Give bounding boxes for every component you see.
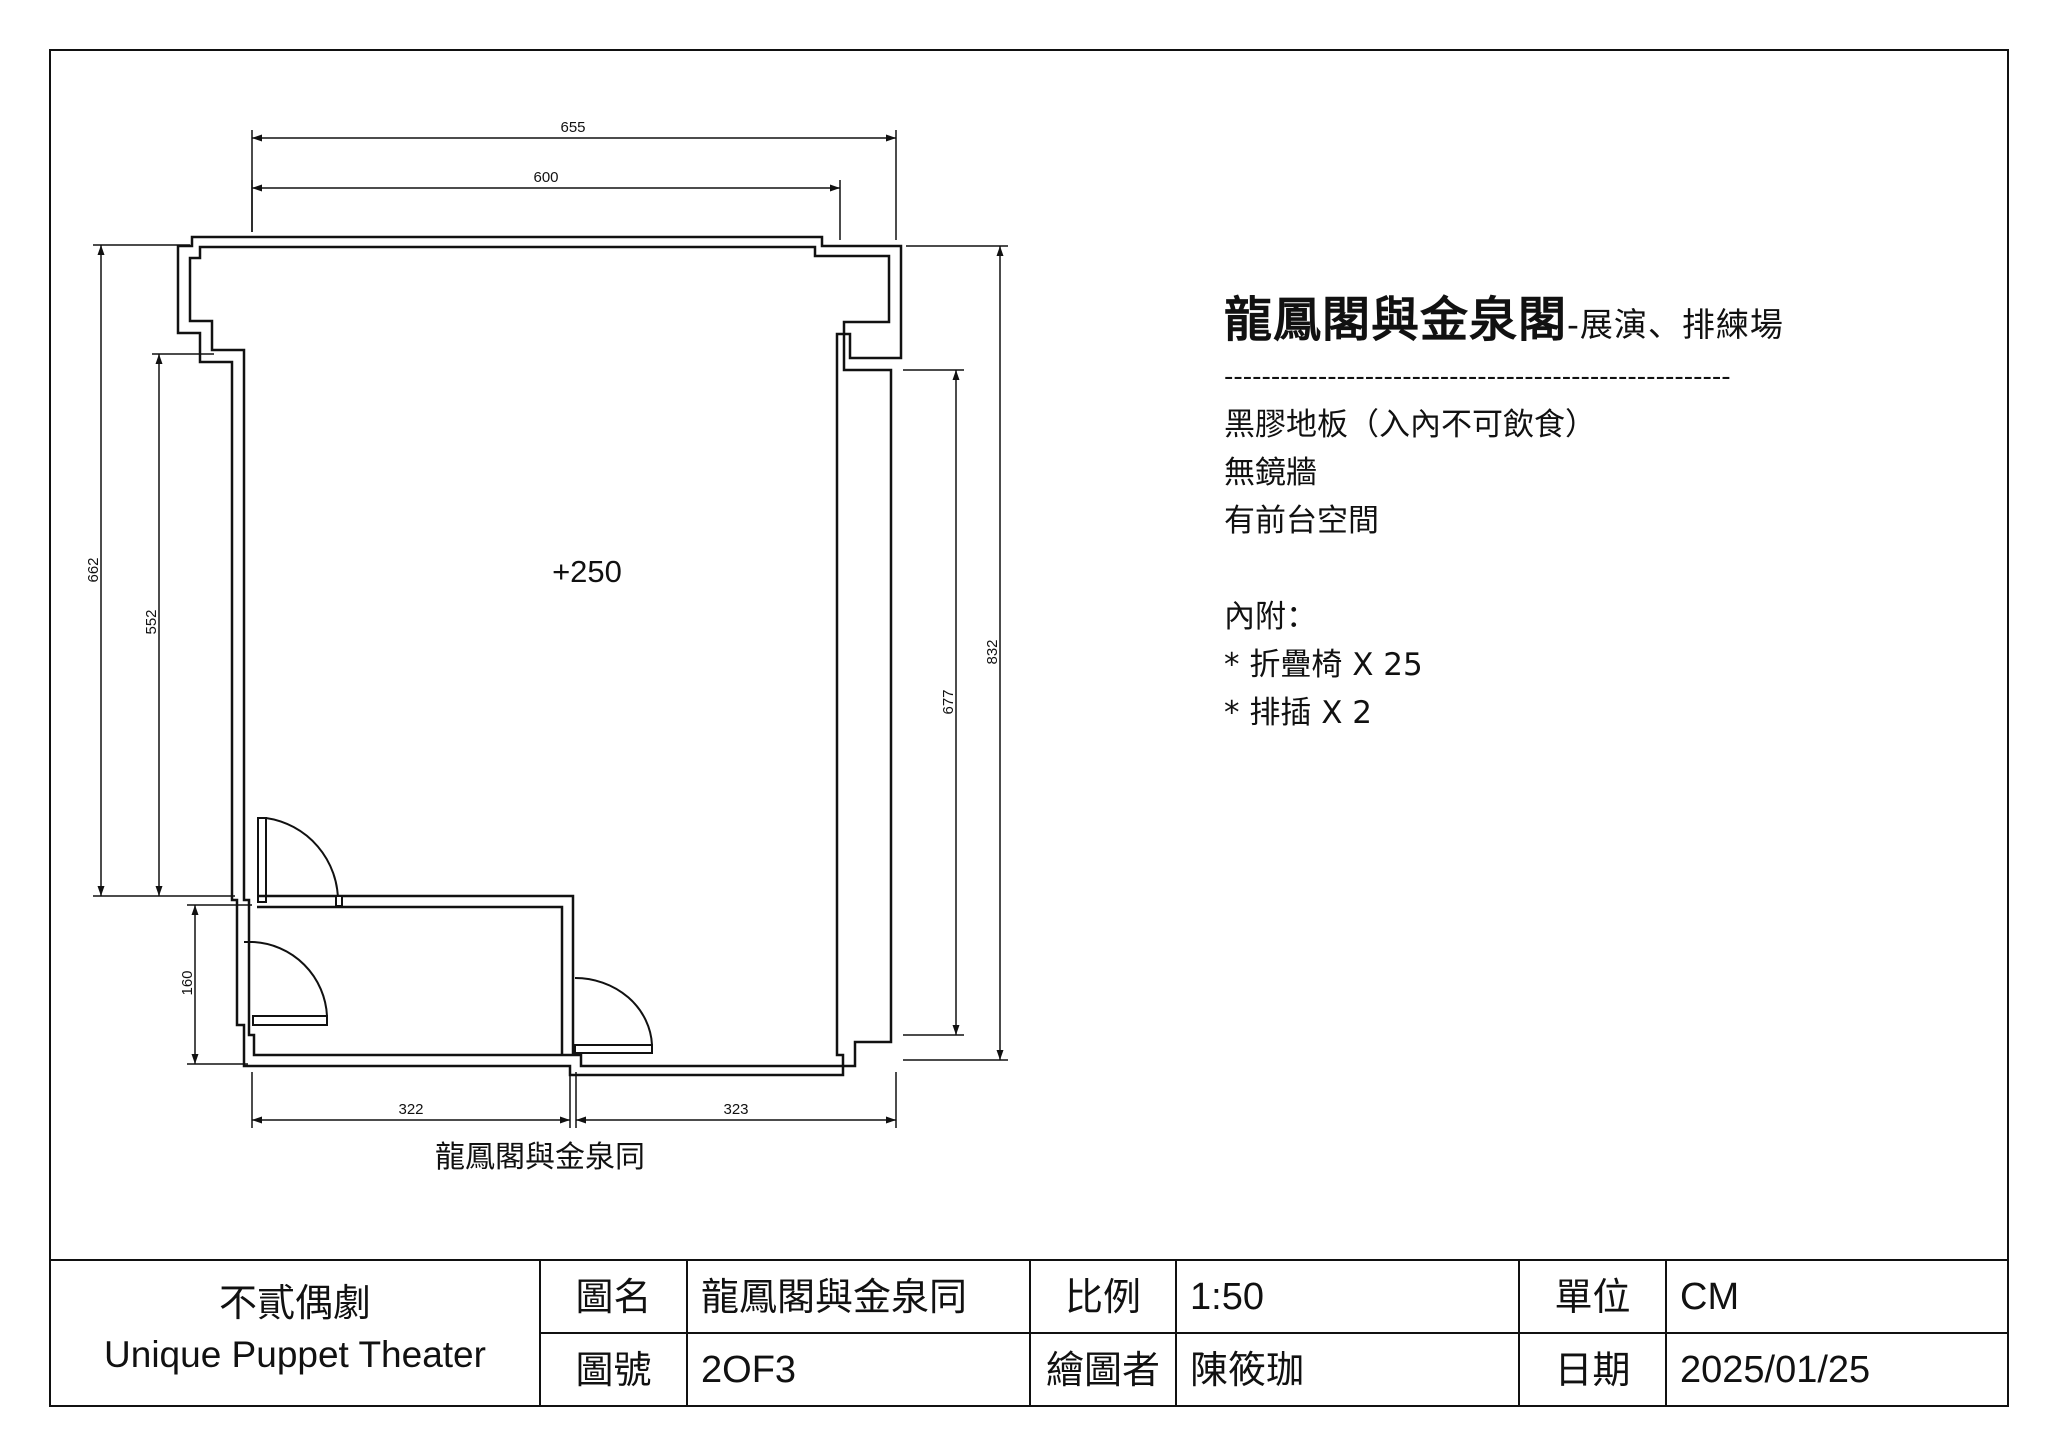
unit-label: 單位 — [1554, 1274, 1631, 1319]
outer-wall — [176, 235, 903, 1077]
sheet-border — [49, 49, 2009, 1407]
drafter-value: 陳筱珈 — [1190, 1347, 1305, 1392]
dim-top-inner: 600 — [533, 169, 558, 186]
date-value: 2025/01/25 — [1680, 1348, 1871, 1391]
dim-bottom-left: 322 — [398, 1101, 423, 1118]
dim-right-outer: 832 — [984, 639, 1001, 664]
includes-label: 內附： — [1224, 599, 1317, 635]
note-lobby: 有前台空間 — [1224, 503, 1379, 539]
dim-left-outer: 662 — [85, 557, 102, 582]
dim-left-inner: 552 — [143, 609, 160, 634]
door-bottom-middle — [574, 976, 653, 1054]
dim-bottom-right: 323 — [723, 1101, 748, 1118]
dim-right-inner: 677 — [940, 689, 957, 714]
room-title-main: 龍鳳閣與金泉閣 — [1224, 292, 1568, 348]
drawing-number-value: 2OF3 — [701, 1348, 797, 1391]
scale-value: 1:50 — [1190, 1275, 1264, 1318]
plan-caption: 龍鳳閣與金泉同 — [435, 1140, 645, 1175]
include-item-chairs: * 折疊椅 X 25 — [1224, 647, 1423, 683]
dim-left-lower: 160 — [179, 970, 196, 995]
note-floor: 黑膠地板（入內不可飲食） — [1224, 407, 1596, 443]
room-title-suffix: -展演、排練場 — [1567, 305, 1784, 344]
company-name-en: Unique Puppet Theater — [104, 1334, 486, 1375]
dim-top-outer: 655 — [560, 119, 585, 136]
door-upper-left — [257, 817, 343, 907]
scale-label: 比例 — [1064, 1274, 1141, 1319]
notes-separator: ----------------------------------------… — [1224, 362, 1731, 392]
company-name-cn: 不貳偶劇 — [218, 1281, 371, 1325]
title-block-grid — [50, 1259, 2008, 1406]
include-item-power-strips: * 排插 X 2 — [1224, 695, 1373, 731]
drawing-number-label: 圖號 — [575, 1347, 652, 1392]
dimension-lines — [93, 130, 1008, 1128]
unit-value: CM — [1680, 1275, 1740, 1318]
drafter-label: 繪圖者 — [1045, 1347, 1160, 1392]
door-lower-left — [244, 941, 328, 1026]
partition-wall-inner — [257, 905, 564, 1055]
note-mirror: 無鏡牆 — [1224, 455, 1317, 491]
inner-wall — [188, 245, 893, 1068]
dimension-labels: 655 600 662 552 160 677 832 322 323 — [85, 119, 1001, 1118]
drawing-name-value: 龍鳳閣與金泉同 — [701, 1274, 968, 1319]
room-title: 龍鳳閣與金泉閣-展演、排練場 — [1224, 296, 1784, 344]
partition-wall — [257, 894, 575, 1055]
drawing-name-label: 圖名 — [575, 1274, 652, 1319]
elevation-label: +250 — [552, 554, 622, 589]
date-label: 日期 — [1554, 1347, 1631, 1392]
